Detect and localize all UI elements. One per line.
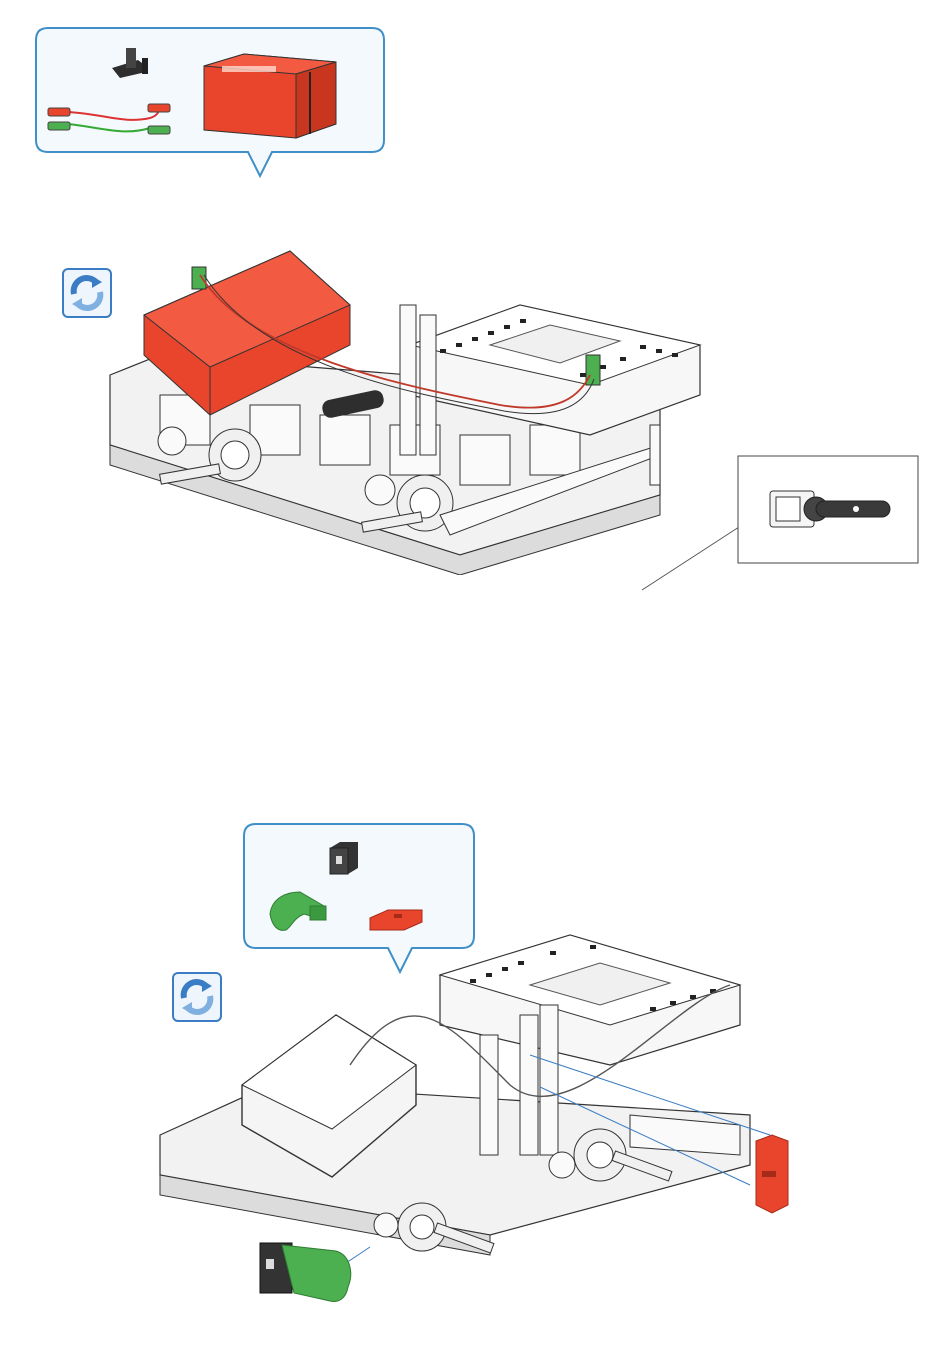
parts-callout-step1 (34, 26, 386, 180)
green-clip-inserted (260, 1243, 351, 1301)
model-assembly-step1 (100, 245, 710, 575)
zoom-detail-box (640, 455, 922, 595)
red-plate-inserted (756, 1135, 788, 1213)
model-assembly-step2 (150, 915, 800, 1315)
battery-box-part (204, 54, 336, 138)
black-block-part (330, 842, 358, 874)
